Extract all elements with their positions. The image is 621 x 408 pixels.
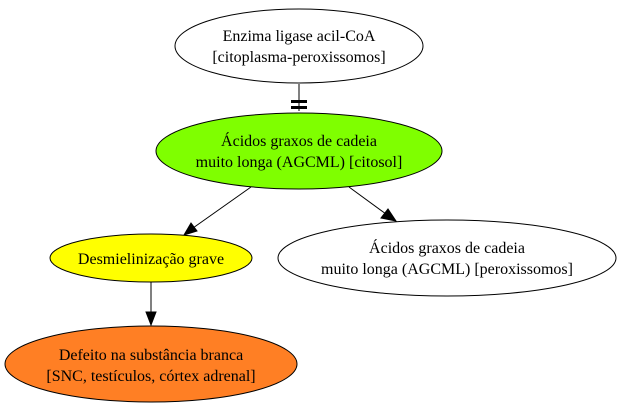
- node-white-matter-shape: [4, 325, 298, 403]
- node-agcml-cytosol-shape: [155, 112, 443, 190]
- node-white-matter-line1: Defeito na substância branca: [59, 347, 243, 364]
- edge-enzyme-to-agcml-cytosol: [291, 84, 307, 111]
- node-enzyme-shape: [174, 8, 424, 84]
- node-agcml-peroxisome-line2: muito longa (AGCML) [peroxissomos]: [321, 261, 573, 278]
- node-agcml-cytosol: Ácidos graxos de cadeia muito longa (AGC…: [155, 112, 443, 190]
- node-demyelination-shape: [49, 233, 253, 283]
- edge-agcml-cytosol-to-agcml-peroxisome: [348, 186, 398, 222]
- node-agcml-peroxisome-shape: [277, 219, 617, 297]
- edges: [145, 84, 398, 327]
- node-agcml-peroxisome-line1: Ácidos graxos de cadeia: [369, 238, 525, 257]
- node-enzyme: Enzima ligase acil-CoA [citoplasma-perox…: [174, 8, 424, 84]
- node-agcml-peroxisome: Ácidos graxos de cadeia muito longa (AGC…: [277, 219, 617, 297]
- node-white-matter-line2: [SNC, testículos, córtex adrenal]: [46, 368, 255, 385]
- edge-demyelination-to-white-matter: [145, 282, 157, 327]
- arrowhead-peroxisome: [380, 208, 398, 222]
- node-white-matter: Defeito na substância branca [SNC, testí…: [4, 325, 298, 403]
- node-demyelination-line1: Desmielinização grave: [78, 251, 224, 268]
- node-agcml-cytosol-line2: muito longa (AGCML) [citosol]: [196, 154, 403, 171]
- node-demyelination: Desmielinização grave: [49, 233, 253, 283]
- edge-agcml-cytosol-to-demyelination: [182, 186, 252, 236]
- arrowhead-demyelination: [182, 222, 198, 236]
- node-enzyme-line1: Enzima ligase acil-CoA: [223, 28, 376, 45]
- tee-bar-2: [291, 106, 307, 109]
- node-enzyme-line2: [citoplasma-peroxissomos]: [212, 49, 385, 66]
- node-agcml-cytosol-line1: Ácidos graxos de cadeia: [221, 131, 377, 150]
- arrowhead-white-matter: [145, 311, 157, 327]
- tee-bar-1: [291, 100, 307, 103]
